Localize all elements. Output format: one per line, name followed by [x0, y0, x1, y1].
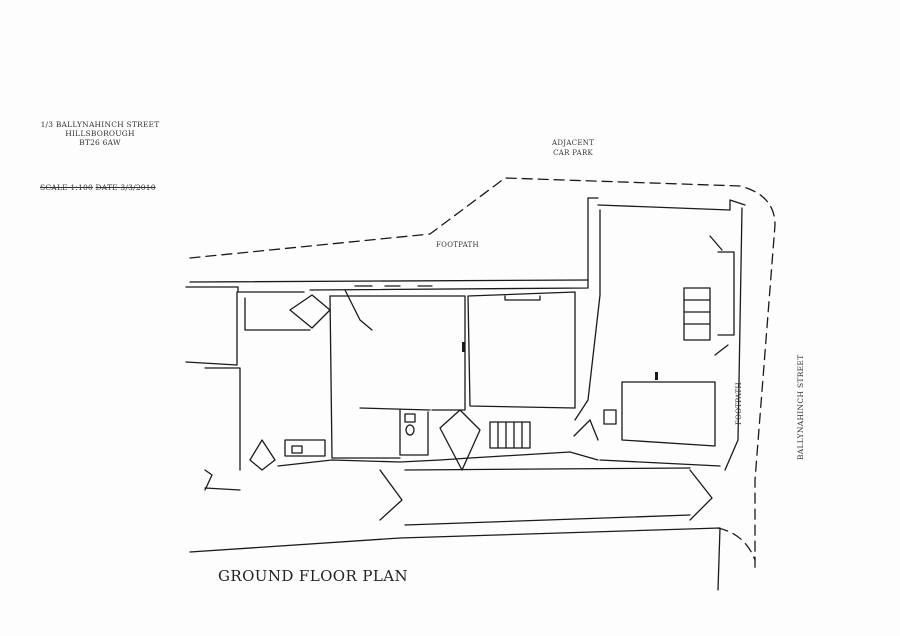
right-upper-box [717, 251, 735, 336]
pavement-outline [204, 467, 713, 526]
left-building-wall [185, 291, 238, 366]
central-partition [359, 407, 431, 411]
kitchenette-unit [284, 439, 326, 457]
wc-bowl [405, 424, 415, 436]
stair-treads-central [497, 421, 523, 449]
car-park-text: CAR PARK [553, 149, 594, 157]
central-room [329, 295, 466, 411]
right-wall [724, 207, 743, 471]
street-label: BALLYNAHINCH STREET [796, 354, 805, 460]
middle-room-top [504, 295, 541, 301]
adjacent-text: ADJACENT [552, 139, 595, 147]
rear-wall [277, 451, 599, 467]
column-marker-1 [462, 342, 465, 352]
stair-treads-right [683, 299, 711, 325]
sink-right [603, 409, 617, 425]
left-building-wall-3 [244, 297, 311, 331]
left-building-outline [185, 286, 305, 293]
scale-date-line: SCALE 1:100 DATE 3/3/2010 [40, 183, 156, 192]
kerb-line [189, 527, 721, 591]
address-line-2: HILLSBOROUGH [65, 129, 135, 138]
door-swing-front [289, 294, 331, 329]
plan-title: GROUND FLOOR PLAN [218, 567, 408, 585]
stair-central [489, 421, 531, 449]
site-boundary-top [189, 177, 776, 569]
right-lower-room [621, 381, 716, 447]
main-front-wall [309, 197, 599, 291]
middle-room [467, 291, 576, 409]
door-swing-right-a [573, 419, 599, 441]
rear-wall-right [599, 459, 721, 467]
scale-text: SCALE 1:100 [40, 183, 93, 192]
right-inner-wall [574, 209, 601, 421]
wc-block [399, 409, 429, 456]
postcode: BT26 6AW [79, 138, 121, 147]
door-swing-right-b [709, 235, 723, 251]
left-building-wall-2 [204, 367, 241, 471]
address-line-1: 1/3 BALLYNAHINCH STREET [40, 120, 160, 129]
sink-left [291, 445, 303, 454]
wc-fixture [404, 413, 416, 423]
footpath-label-right: FOOTPATH [735, 382, 743, 425]
footpath-label-top: FOOTPATH [436, 241, 479, 249]
site-boundary-corner [717, 527, 756, 561]
stair-block-right [683, 287, 711, 341]
address-block: 1/3 BALLYNAHINCH STREET HILLSBOROUGH BT2… [30, 120, 170, 147]
central-room-left [329, 295, 401, 459]
main-top-right [597, 199, 746, 211]
door-swing-entrance [344, 289, 373, 331]
date-text: DATE 3/3/2010 [95, 183, 156, 192]
door-swing-rear-center [439, 409, 481, 471]
door-swing-rear-left [249, 439, 276, 471]
door-swing-right-c [714, 344, 729, 356]
left-angled-wall [204, 469, 213, 491]
car-park-label: ADJACENT CAR PARK [552, 138, 594, 158]
column-marker-2 [655, 372, 658, 380]
footpath-edge-top [189, 279, 589, 283]
